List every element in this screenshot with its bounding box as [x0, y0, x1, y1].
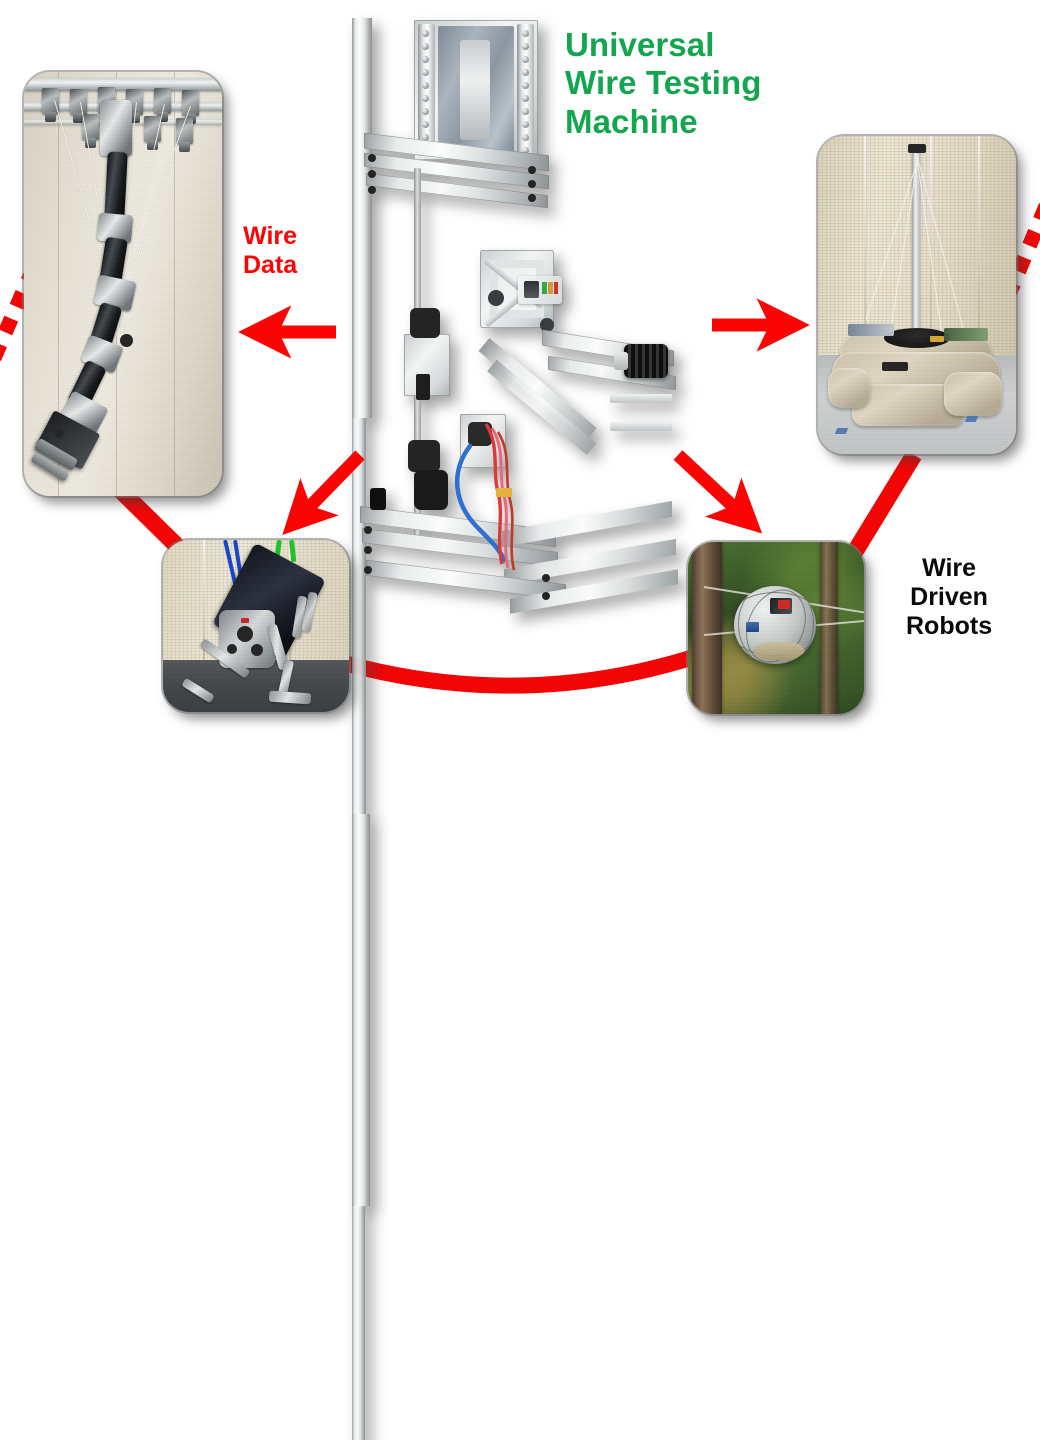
wire-data-label: Wire Data: [243, 222, 298, 279]
wire-driven-robots-label: Wire Driven Robots: [906, 554, 993, 640]
page-title: Universal Wire Testing Machine: [565, 26, 762, 140]
link-legged-to-sphere: [341, 647, 703, 694]
wiring-red: [484, 423, 516, 571]
arrow-down-left: [282, 450, 365, 535]
arrow-group: [238, 298, 810, 535]
figure-canvas: Universal Wire Testing Machine Wire Data…: [0, 18, 1040, 1440]
arrow-down-right: [673, 450, 763, 534]
